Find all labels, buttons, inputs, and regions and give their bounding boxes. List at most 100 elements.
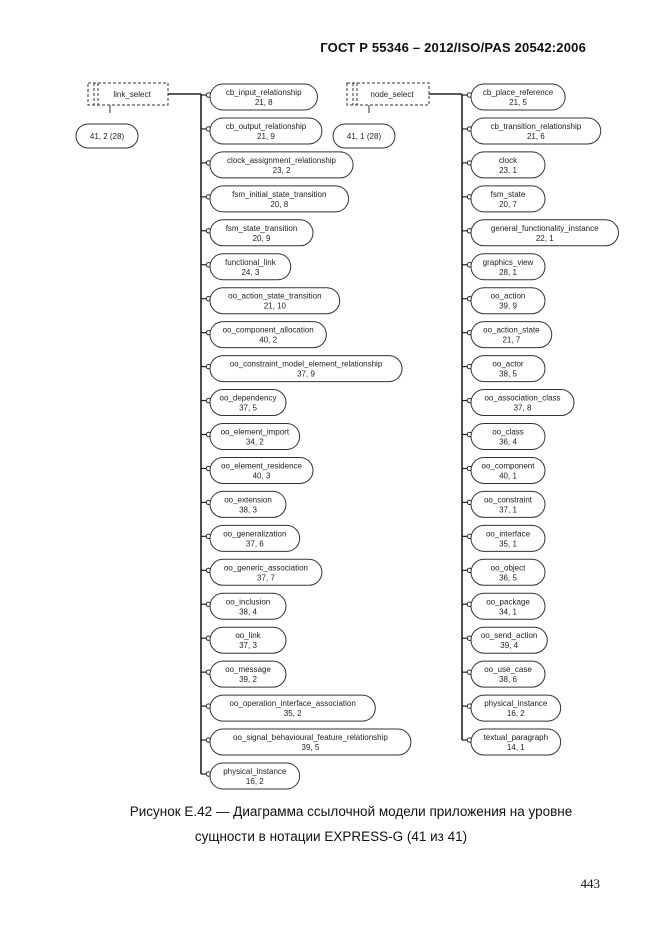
node-entity-name: clock [499,156,518,165]
node-entity-name: oo_object [491,563,526,572]
link-entity-name: oo_operation_interface_association [229,699,355,708]
node-entity-ref: 38, 5 [499,370,517,379]
link-entity-bubble [209,287,341,315]
node-entity-bubble [470,592,546,620]
node-entity-bubble [470,456,546,484]
link-entity-ref: 40, 3 [253,471,271,480]
link-entity-ref: 34, 2 [246,438,264,447]
link-entity-name: clock_assignment_relationship [227,156,337,165]
node-entity-name: oo_send_action [481,631,538,640]
node-entity-ref: 37, 8 [514,404,532,413]
node-select-name: node_select [370,90,414,99]
link-entity-bubble [209,185,350,213]
node-entity-ref: 39, 9 [499,302,517,311]
link-entity-name: oo_dependency [220,394,277,403]
node-entity-ref: 35, 1 [499,539,517,548]
link-entity-name: oo_element_import [221,428,290,437]
link-entity-name: functional_link [225,258,277,267]
link-entity-bubble [209,728,412,756]
node-entity-bubble [470,728,562,756]
link-entity-name: oo_action_state_transition [228,292,321,301]
node-entity-bubble [470,355,546,383]
link-entity-bubble [209,660,287,688]
link-entity-bubble [209,558,323,586]
node-entity-bubble [470,151,546,179]
page-number: 443 [580,876,601,891]
node-entity-ref: 22, 1 [536,234,554,243]
node-entity-bubble [470,694,562,722]
node-entity-bubble [470,558,546,586]
node-entity-ref: 21, 5 [509,98,527,107]
node-entity-ref: 38, 6 [499,675,517,684]
node-entity-name: oo_class [492,428,524,437]
link-entity-ref: 39, 2 [239,675,257,684]
node-entity-ref: 39, 4 [500,641,518,650]
link-entity-name: oo_signal_behavioural_feature_relationsh… [233,733,388,742]
node-entity-ref: 14, 1 [507,743,525,752]
link-entity-bubble [209,762,301,790]
link-entity-bubble [209,456,314,484]
link-entity-ref: 35, 2 [284,709,302,718]
link-entity-bubble [209,423,301,450]
node-entity-name: oo_use_case [484,665,532,674]
link-entity-ref: 38, 3 [239,505,257,514]
link-entity-ref: 40, 2 [259,336,277,345]
link-entity-ref: 37, 5 [239,404,257,413]
node-entity-bubble [470,253,546,281]
node-entity-name: fsm_state [491,190,526,199]
node-entity-ref: 36, 5 [499,573,517,582]
node-entity-ref: 36, 4 [499,438,517,447]
link-entity-bubble [209,117,323,145]
node-entity-bubble [470,490,546,518]
node-entity-name: oo_package [486,597,530,606]
link-ref-bubble [75,123,139,149]
link-entity-ref: 21, 9 [257,132,275,141]
figure-caption-line1: Рисунок Е.42 — Диаграмма ссылочной модел… [129,804,573,819]
link-entity-name: physical_instance [223,767,287,776]
link-entity-ref: 37, 9 [297,370,315,379]
link-entity-ref: 37, 6 [246,539,264,548]
link-entity-ref: 37, 7 [257,573,275,582]
link-select-name: link_select [113,90,151,99]
node-entity-bubble [470,185,546,213]
node-entity-ref: 37, 1 [499,505,517,514]
node-entity-bubble [470,626,548,654]
node-entity-ref: 28, 1 [499,268,517,277]
node-entity-name: oo_interface [486,529,531,538]
link-entity-name: oo_generalization [223,529,286,538]
link-entity-name: oo_inclusion [226,597,270,606]
link-entity-bubble [209,355,403,383]
node-entity-name: cb_transition_relationship [490,122,581,131]
node-entity-bubble [470,219,619,247]
node-entity-bubble [470,524,546,552]
link-entity-name: oo_link [235,631,261,640]
link-entity-ref: 39, 5 [302,743,320,752]
link-entity-name: oo_constraint_model_element_relationship [230,360,383,369]
link-entity-bubble [209,524,301,552]
link-entity-name: oo_message [225,665,271,674]
document-header: ГОСТ Р 55346 – 2012/ISO/PAS 20542:2006 [320,40,586,55]
node-entity-name: cb_place_reference [483,88,554,97]
node-entity-bubble [470,83,566,111]
link-entity-name: oo_generic_association [224,563,308,572]
node-entity-name: oo_actor [492,360,523,369]
node-entity-bubble [470,660,546,688]
node-entity-ref: 21, 6 [527,132,545,141]
node-entity-name: oo_component [482,461,536,470]
node-entity-ref: 40, 1 [499,471,517,480]
link-entity-ref: 24, 3 [241,268,259,277]
link-entity-name: cb_input_relationship [226,88,302,97]
link-entity-name: oo_extension [224,495,272,504]
node-entity-name: textual_paragraph [484,733,549,742]
node-entity-ref: 16, 2 [507,709,525,718]
node-entity-name: oo_action [491,292,526,301]
node-entity-bubble [470,321,553,349]
link-entity-ref: 23, 2 [273,166,291,175]
node-entity-ref: 20, 7 [499,200,517,209]
link-entity-ref: 21, 8 [255,98,273,107]
node-entity-name: oo_action_state [483,326,540,335]
link-entity-bubble [209,389,287,417]
